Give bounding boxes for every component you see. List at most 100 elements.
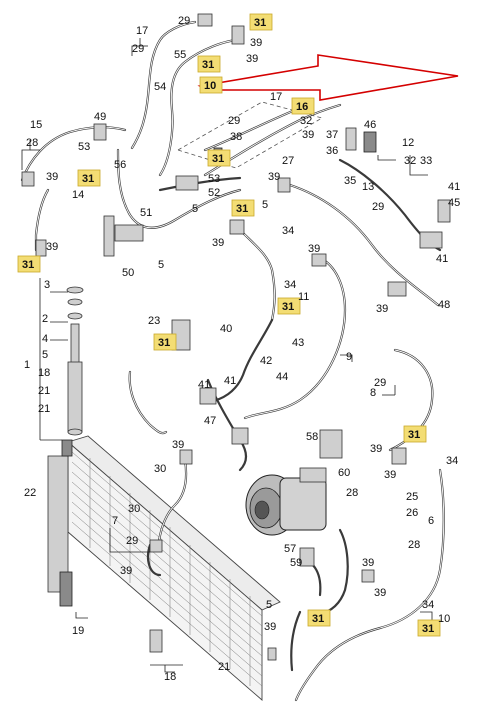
label-12: 12 — [402, 137, 414, 149]
label-46: 46 — [364, 119, 376, 131]
label-21: 21 — [38, 403, 50, 415]
label-47: 47 — [204, 415, 216, 427]
svg-text:31: 31 — [158, 337, 170, 349]
label-29: 29 — [132, 43, 144, 55]
part-labels: 29 39 39 17 29 55 54 17 29 38 32 39 37 3… — [24, 15, 460, 683]
callout-31-f: 31 — [17, 255, 41, 273]
label-6: 6 — [428, 515, 434, 527]
label-5: 5 — [266, 599, 272, 611]
label-21: 21 — [38, 385, 50, 397]
svg-text:16: 16 — [296, 101, 308, 113]
label-15: 15 — [30, 119, 42, 131]
label-34: 34 — [446, 455, 458, 467]
label-28: 28 — [346, 487, 358, 499]
label-23: 23 — [148, 315, 160, 327]
label-3: 3 — [44, 279, 50, 291]
label-40: 40 — [220, 323, 232, 335]
label-25: 25 — [406, 491, 418, 503]
label-10: 10 — [438, 613, 450, 625]
label-48: 48 — [438, 299, 450, 311]
fittings-and-brackets — [21, 13, 451, 661]
label-39: 39 — [250, 37, 262, 49]
label-30: 30 — [154, 463, 166, 475]
label-39: 39 — [302, 129, 314, 141]
label-18: 18 — [38, 367, 50, 379]
callout-31-i: 31 — [403, 425, 427, 443]
receiver-dryer — [66, 286, 84, 436]
label-41: 41 — [436, 253, 448, 265]
label-39: 39 — [264, 621, 276, 633]
label-1: 1 — [24, 359, 30, 371]
leader-lines — [21, 38, 433, 673]
label-34: 34 — [284, 279, 296, 291]
ac-compressor — [245, 467, 327, 536]
label-8: 8 — [370, 387, 376, 399]
label-41: 41 — [198, 379, 210, 391]
label-39: 39 — [120, 565, 132, 577]
svg-text:31: 31 — [22, 259, 34, 271]
label-5: 5 — [158, 259, 164, 271]
label-39: 39 — [268, 171, 280, 183]
label-39: 39 — [172, 439, 184, 451]
svg-text:31: 31 — [282, 301, 294, 313]
label-42: 42 — [260, 355, 272, 367]
svg-text:31: 31 — [202, 59, 214, 71]
label-28: 28 — [26, 137, 38, 149]
svg-text:31: 31 — [408, 429, 420, 441]
label-50: 50 — [122, 267, 134, 279]
refrigerant-lines — [20, 20, 445, 702]
callout-31-e: 31 — [231, 199, 255, 217]
label-5: 5 — [262, 199, 268, 211]
label-21: 21 — [218, 661, 230, 673]
callout-31-a: 31 — [249, 13, 273, 31]
label-45: 45 — [448, 197, 460, 209]
label-39: 39 — [362, 557, 374, 569]
label-29: 29 — [126, 535, 138, 547]
label-5: 5 — [192, 203, 198, 215]
callout-31-b: 31 — [197, 55, 221, 73]
label-37: 37 — [326, 129, 338, 141]
label-33: 33 — [420, 155, 432, 167]
label-29: 29 — [228, 115, 240, 127]
label-39: 39 — [46, 241, 58, 253]
label-39: 39 — [384, 469, 396, 481]
label-19: 19 — [72, 625, 84, 637]
svg-text:31: 31 — [422, 623, 434, 635]
label-39: 39 — [212, 237, 224, 249]
label-52: 52 — [208, 187, 220, 199]
label-17: 17 — [270, 91, 282, 103]
svg-text:31: 31 — [312, 613, 324, 625]
label-9: 9 — [346, 351, 352, 363]
condenser-assembly — [47, 435, 281, 701]
callout-31-k: 31 — [417, 619, 441, 637]
label-34: 34 — [422, 599, 434, 611]
svg-text:31: 31 — [82, 173, 94, 185]
label-55: 55 — [174, 49, 186, 61]
label-28: 28 — [408, 539, 420, 551]
label-41: 41 — [448, 181, 460, 193]
callout-31-j: 31 — [307, 609, 331, 627]
label-41: 41 — [224, 375, 236, 387]
label-59: 59 — [290, 557, 302, 569]
callout-10-top: 10 — [199, 76, 223, 94]
label-35: 35 — [344, 175, 356, 187]
label-2: 2 — [42, 313, 48, 325]
label-53: 53 — [78, 141, 90, 153]
label-53: 53 — [208, 173, 220, 185]
label-57: 57 — [284, 543, 296, 555]
callout-31-d: 31 — [207, 149, 231, 167]
condenser-side-tank — [47, 455, 69, 593]
label-32: 32 — [300, 115, 312, 127]
label-39: 39 — [376, 303, 388, 315]
svg-text:10: 10 — [204, 80, 216, 92]
callout-31-g: 31 — [277, 297, 301, 315]
label-54: 54 — [154, 81, 166, 93]
label-39: 39 — [246, 53, 258, 65]
label-11: 11 — [298, 291, 309, 303]
label-36: 36 — [326, 145, 338, 157]
label-26: 26 — [406, 507, 418, 519]
label-44: 44 — [276, 371, 288, 383]
label-39: 39 — [374, 587, 386, 599]
label-49: 49 — [94, 111, 106, 123]
